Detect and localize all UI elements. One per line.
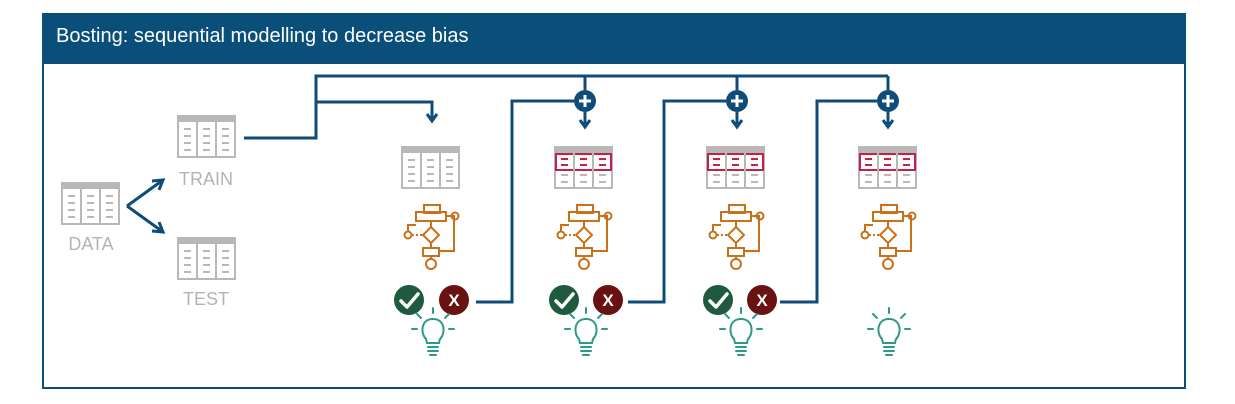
cross-icon-letter: X [756,291,768,310]
lightbulb-icon [867,307,911,356]
train-table-icon [177,115,236,158]
stage-4-model-icon [860,204,917,270]
stage-3-table-icon [706,146,765,189]
stage-1-model-icon [403,204,460,270]
stage-2-model-icon [556,204,613,270]
test-table-icon [177,237,236,280]
lightbulb-icon [719,307,763,356]
stage-2-table-icon [554,146,613,189]
diagram-title: Bosting: sequential modelling to decreas… [56,25,469,47]
stage-1-table-icon [401,146,460,189]
stage-4-table-icon [858,146,917,189]
data-label: DATA [68,234,113,254]
lightbulb-icon [564,307,608,356]
check-icon [392,283,426,317]
stage-3-model-icon [708,204,765,270]
title-bar: Bosting: sequential modelling to decreas… [44,15,1184,64]
test-label: TEST [183,289,229,309]
check-icon [701,283,735,317]
lightbulb-icon [411,307,455,356]
plus-icon [875,88,901,114]
check-icon [547,283,581,317]
plus-icon [724,88,750,114]
train-label: TRAIN [179,169,233,189]
cross-icon-letter: X [602,291,614,310]
data-table-icon [61,182,120,225]
plus-icon [572,88,598,114]
cross-icon-letter: X [448,291,460,310]
split-arrows [126,178,166,234]
connector-lines [244,74,895,304]
